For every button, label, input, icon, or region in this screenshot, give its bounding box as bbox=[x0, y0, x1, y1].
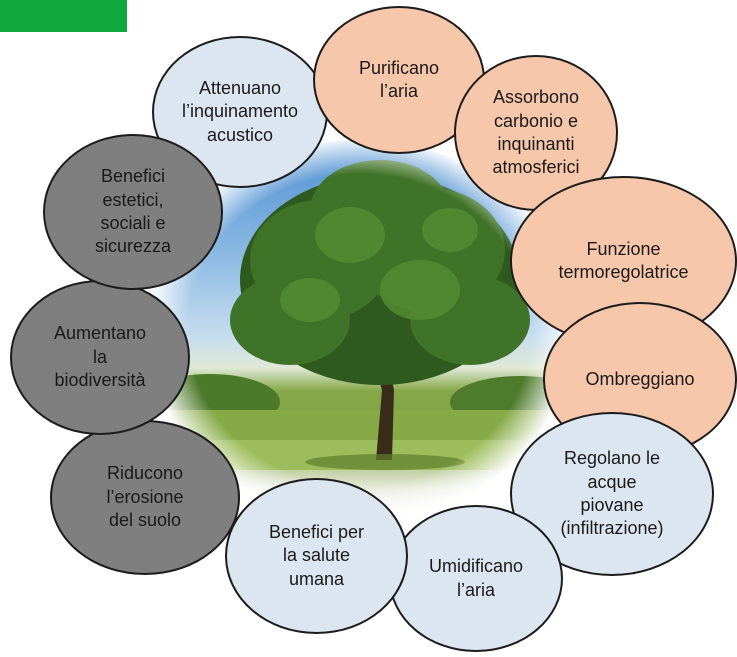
bubble-erosione: Riducono l’erosione del suolo bbox=[50, 420, 240, 575]
tree-illustration bbox=[150, 160, 570, 470]
bubble-salute: Benefici per la salute umana bbox=[225, 478, 408, 634]
bubble-umidificano: Umidificano l’aria bbox=[389, 505, 563, 652]
bubble-biodiversita: Aumentano la biodiversità bbox=[10, 280, 190, 435]
header-accent-bar bbox=[0, 0, 127, 32]
bubble-estetici: Benefici estetici, sociali e sicurezza bbox=[43, 134, 223, 290]
